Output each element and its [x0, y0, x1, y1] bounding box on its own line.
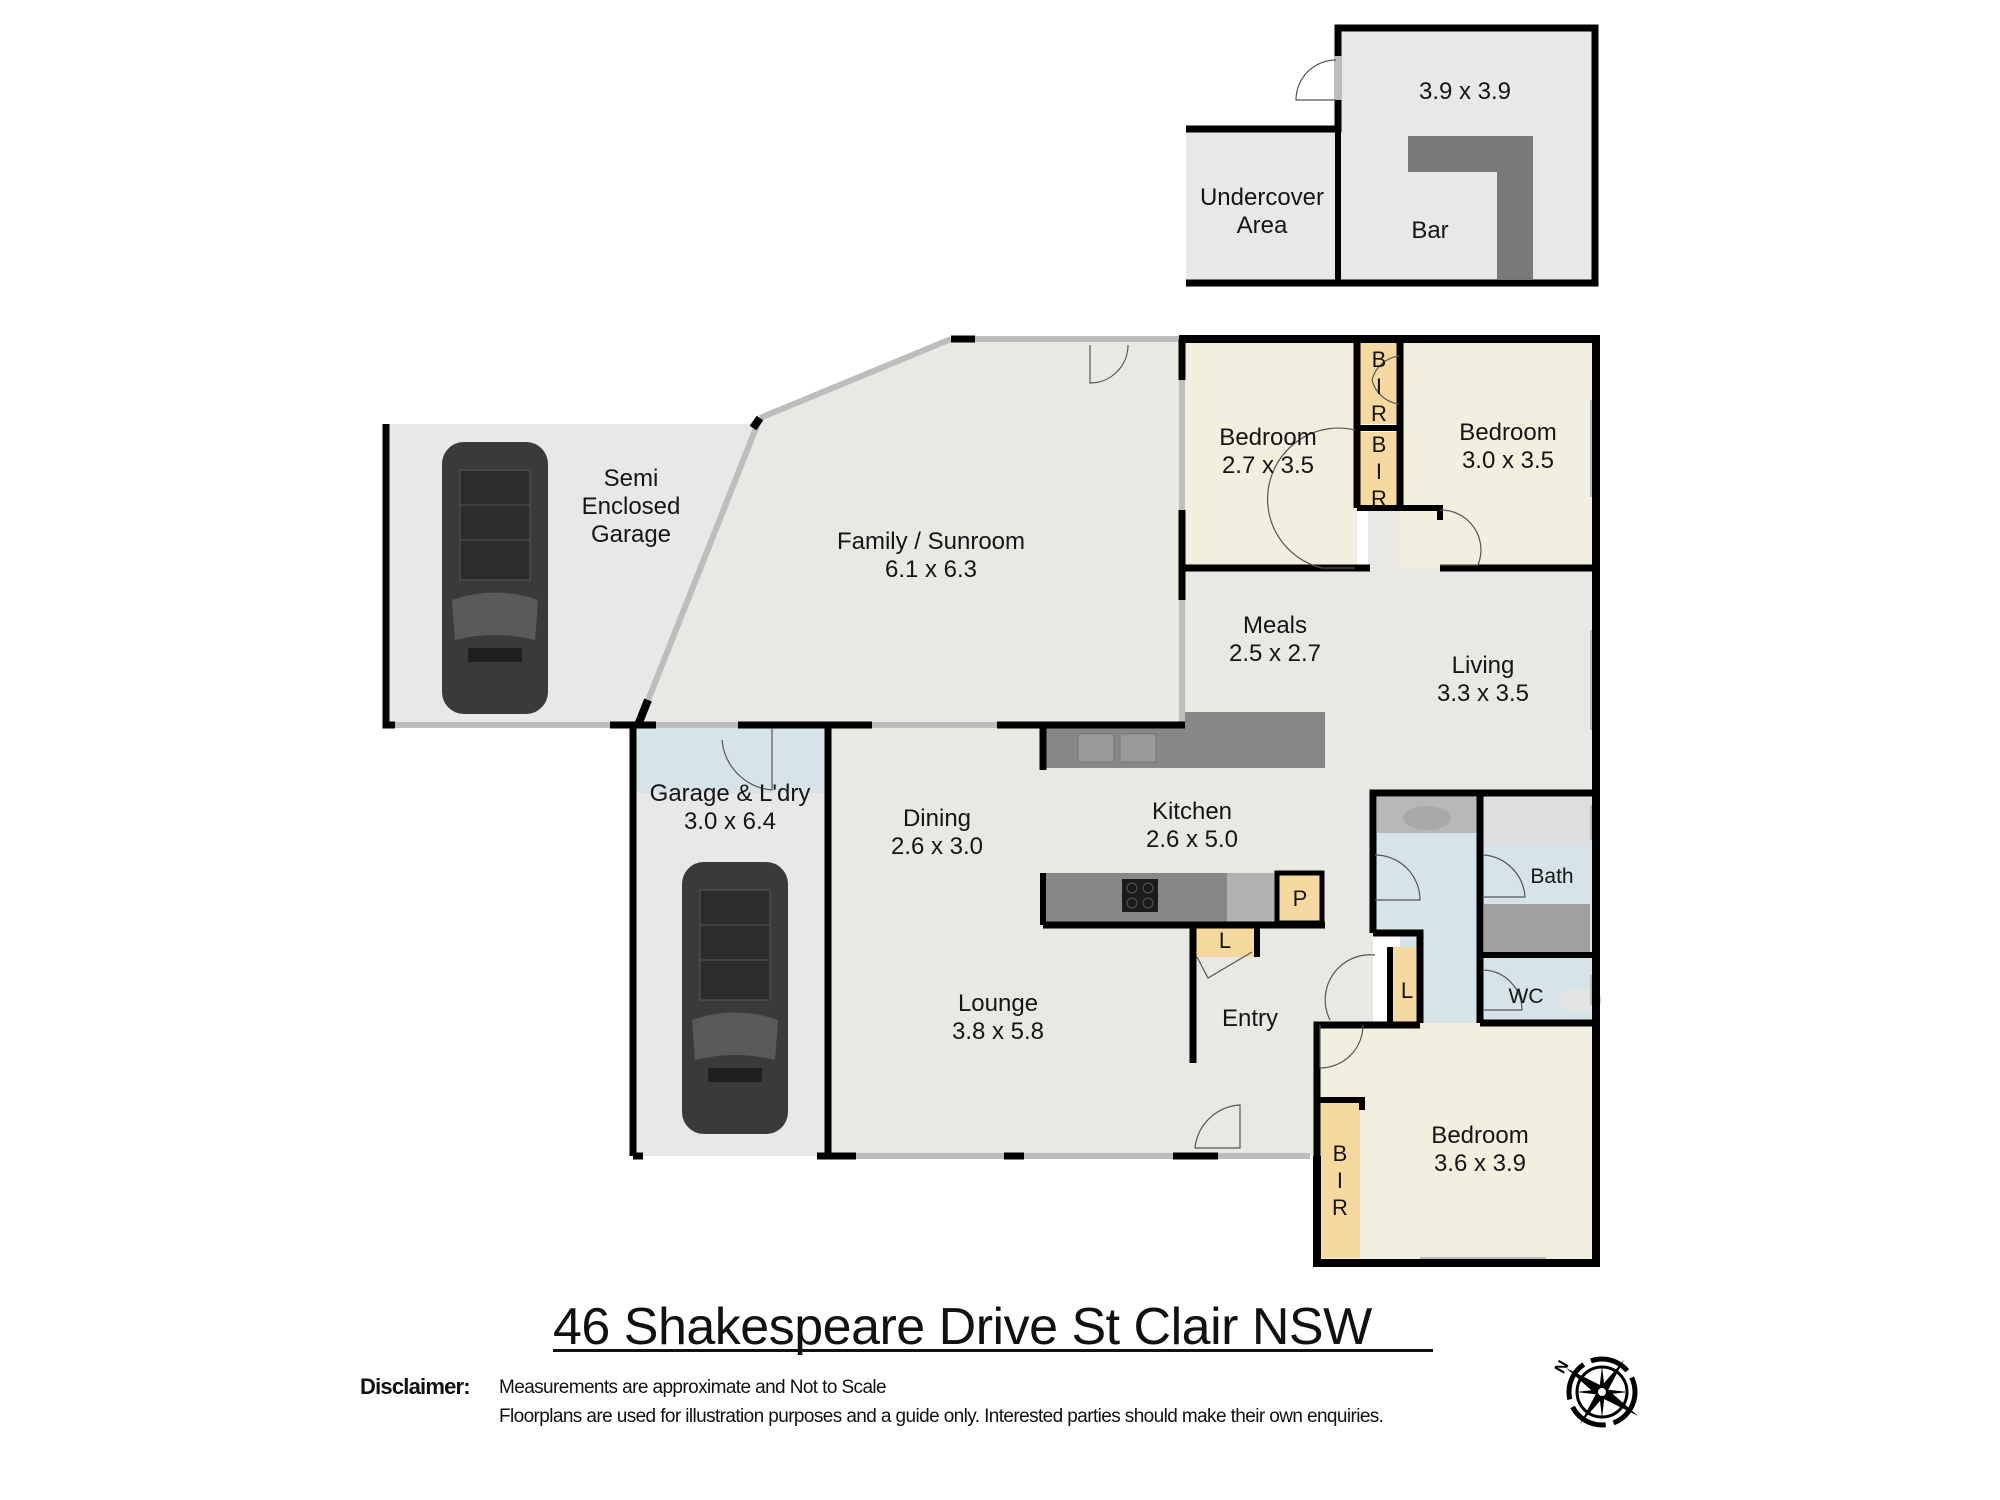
room-dims-bar: 3.9 x 3.9 [1419, 78, 1511, 106]
room-name: Enclosed [581, 493, 681, 520]
car-icon [682, 862, 788, 1134]
bir-letter: R [1332, 1195, 1348, 1220]
pantry-letter: P [1292, 886, 1308, 911]
room-name: Area [1236, 212, 1288, 239]
north-label: N [1552, 1358, 1572, 1377]
bir-letter: B [1332, 1141, 1348, 1166]
room-label-bar: Bar [1411, 217, 1448, 245]
bir-letter: R [1371, 401, 1387, 426]
linen-letter: L [1218, 928, 1232, 953]
room-name: Bedroom [1431, 1122, 1529, 1149]
storage-label-pantry: P [1293, 885, 1308, 912]
room-label-undercover-area: Undercover Area [1200, 184, 1324, 240]
room-name: Semi [603, 465, 659, 492]
storage-label-linen-hall: L [1401, 977, 1413, 1004]
room-label-bedroom-2: Bedroom 2.7 x 3.5 [1219, 424, 1316, 480]
bir-letter: B [1371, 432, 1387, 457]
room-dims: 2.5 x 2.7 [1228, 640, 1322, 667]
disclaimer-line-2: Floorplans are used for illustration pur… [499, 1406, 1384, 1427]
outbuilding [1186, 24, 1599, 287]
room-name: Bar [1411, 217, 1449, 244]
bir-letter: R [1371, 486, 1387, 511]
room-label-living: Living 3.3 x 3.5 [1437, 652, 1529, 708]
kitchen-fixtures [1043, 712, 1325, 957]
room-name: Meals [1242, 612, 1308, 639]
room-label-dining: Dining 2.6 x 3.0 [891, 805, 983, 861]
storage-label-linen-kitchen: L [1219, 927, 1231, 954]
compass-rose-icon: N [1552, 1356, 1638, 1428]
room-label-semi-enclosed-garage: Semi Enclosed Garage [582, 465, 681, 549]
room-dims: 3.0 x 3.5 [1461, 447, 1555, 474]
storage-label-bir-b: B I R [1371, 431, 1387, 512]
door-swings [721, 344, 1526, 1149]
bir-letter: B [1371, 347, 1387, 372]
linen-letter: L [1400, 978, 1414, 1003]
room-name: Bath [1530, 865, 1574, 888]
property-address-title: 46 Shakespeare Drive St Clair NSW [553, 1298, 1372, 1356]
room-dims: 6.1 x 6.3 [884, 556, 978, 583]
title-underline [553, 1349, 1433, 1352]
floors [383, 339, 1602, 1260]
room-name: Bedroom [1459, 419, 1557, 446]
disclaimer-label: Disclaimer: [360, 1374, 471, 1399]
room-dims: 3.3 x 3.5 [1436, 680, 1530, 707]
room-dims: 2.6 x 5.0 [1145, 826, 1239, 853]
room-name: Lounge [957, 990, 1039, 1017]
car-icon [442, 442, 548, 714]
room-label-garage-laundry: Garage & L'dry 3.0 x 6.4 [650, 780, 811, 836]
bir-letter: I [1336, 1168, 1344, 1193]
room-label-entry: Entry [1222, 1005, 1278, 1033]
room-dims: 2.6 x 3.0 [890, 833, 984, 860]
room-label-family-sunroom: Family / Sunroom 6.1 x 6.3 [837, 528, 1025, 584]
room-name: Bedroom [1219, 424, 1317, 451]
room-name: Kitchen [1151, 798, 1233, 825]
room-label-kitchen: Kitchen 2.6 x 5.0 [1146, 798, 1238, 854]
storage-label-bir-c: B I R [1332, 1140, 1348, 1221]
room-name: Garage & L'dry [649, 780, 811, 807]
room-name: Living [1451, 652, 1515, 679]
room-label-bedroom-1: Bedroom 3.6 x 3.9 [1431, 1122, 1528, 1178]
room-label-lounge: Lounge 3.8 x 5.8 [952, 990, 1044, 1046]
walls [382, 335, 1600, 1267]
room-name: Entry [1221, 1005, 1279, 1032]
room-name: Garage [590, 521, 672, 548]
room-name: Undercover [1199, 184, 1325, 211]
room-label-bath: Bath [1530, 865, 1573, 889]
cooktop [1122, 879, 1158, 912]
room-dims: 2.7 x 3.5 [1221, 452, 1315, 479]
room-dims: 3.9 x 3.9 [1418, 78, 1512, 105]
room-label-meals: Meals 2.5 x 2.7 [1229, 612, 1321, 668]
room-name: WC [1508, 985, 1544, 1008]
disclaimer-line-1: Measurements are approximate and Not to … [499, 1377, 887, 1398]
bar-counter [1408, 136, 1533, 172]
room-dims: 3.0 x 6.4 [683, 808, 777, 835]
room-name: Family / Sunroom [836, 528, 1026, 555]
storage-label-bir-a: B I R [1371, 346, 1387, 427]
room-label-bedroom-3: Bedroom 3.0 x 3.5 [1459, 419, 1556, 475]
bir-letter: I [1375, 459, 1383, 484]
bir-letter: I [1375, 374, 1383, 399]
room-dims: 3.6 x 3.9 [1433, 1150, 1527, 1177]
room-label-wc: WC [1509, 985, 1544, 1009]
room-dims: 3.8 x 5.8 [951, 1018, 1045, 1045]
room-name: Dining [902, 805, 972, 832]
